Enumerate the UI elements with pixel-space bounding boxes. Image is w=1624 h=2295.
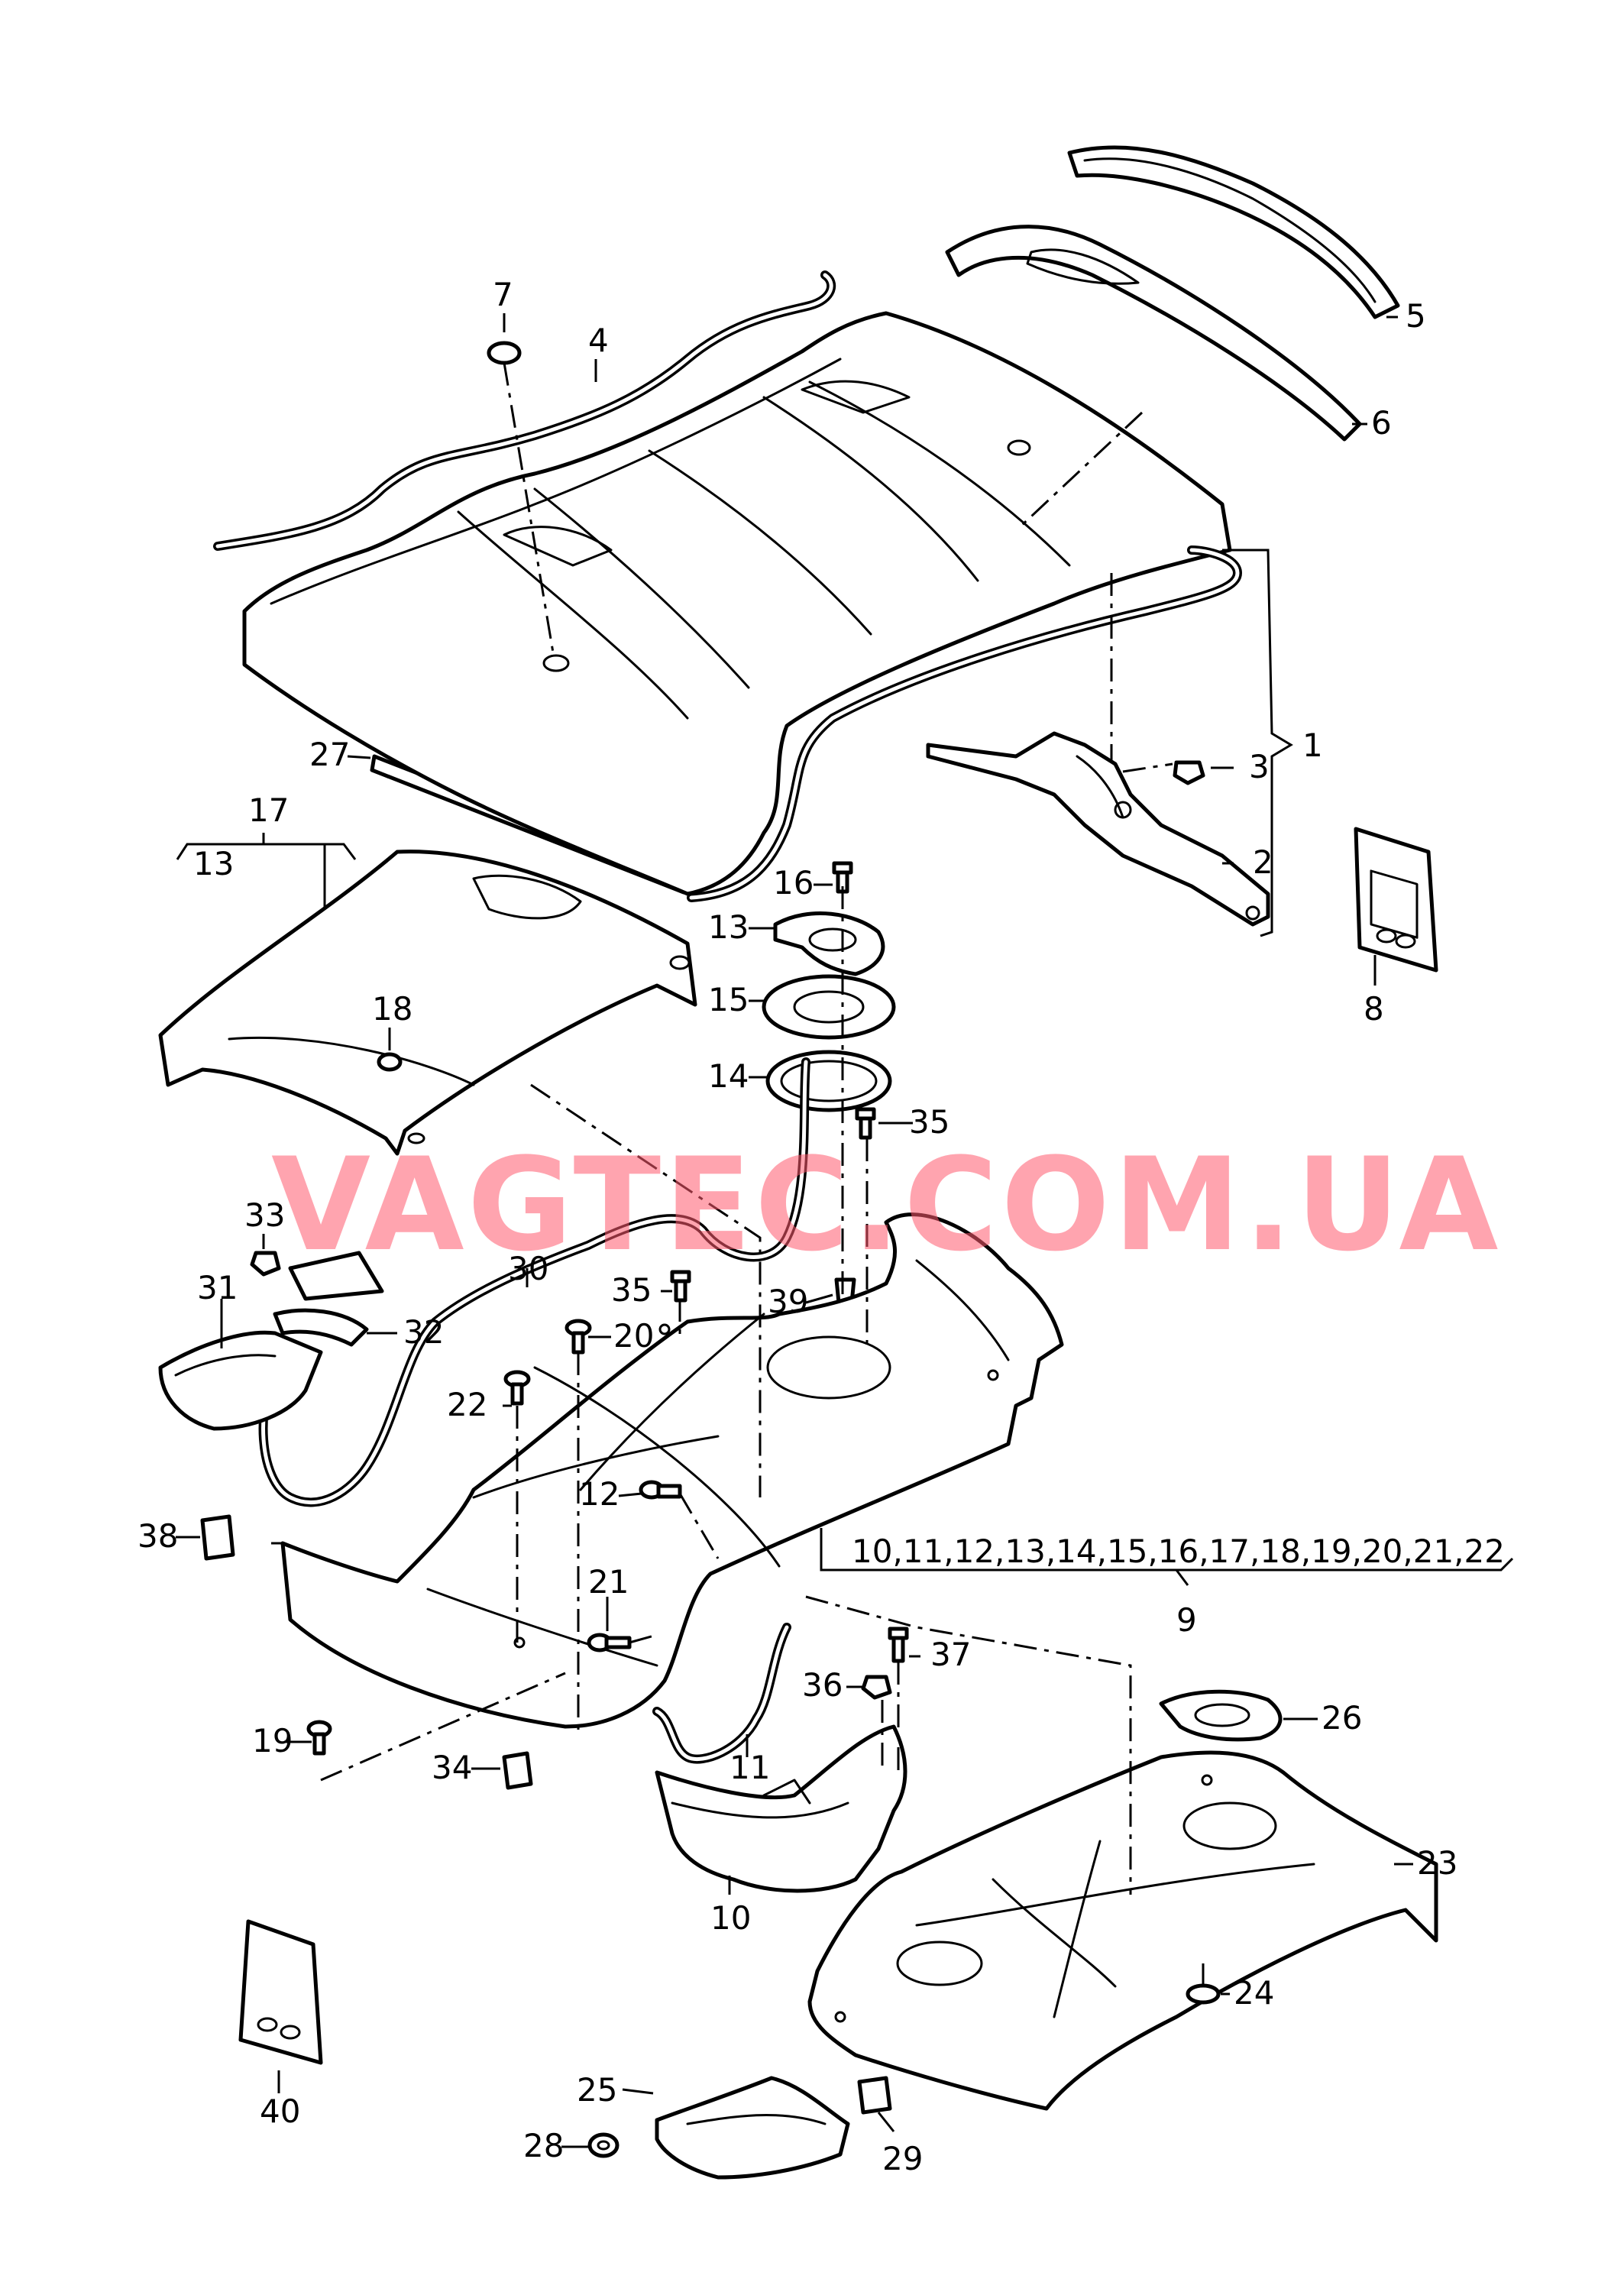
label-40: 40 xyxy=(260,2093,300,2130)
main-roof-panel xyxy=(242,311,1242,902)
part-16-bolt xyxy=(832,861,853,894)
part-10-tank xyxy=(655,1724,907,1893)
label-23: 23 xyxy=(1417,1844,1457,1882)
part-2-hinge-bracket xyxy=(926,731,1270,927)
part-31-housing xyxy=(158,1330,323,1431)
label-4: 4 xyxy=(588,322,609,359)
label-5: 5 xyxy=(1406,297,1426,335)
part-14-gasket xyxy=(765,1050,892,1112)
part-34-clip xyxy=(502,1751,533,1790)
label-3: 3 xyxy=(1249,748,1270,785)
label-11: 11 xyxy=(730,1749,770,1786)
label-20: 20 xyxy=(613,1317,654,1355)
part-25-bracket xyxy=(655,2076,850,2180)
part-38-clip xyxy=(200,1514,235,1561)
label-12: 12 xyxy=(579,1475,620,1513)
part-36-nut xyxy=(861,1675,892,1700)
part-7-plug xyxy=(487,341,522,365)
assembly-lines xyxy=(320,362,1205,1986)
label-22: 22 xyxy=(447,1386,487,1423)
part-8-label-card xyxy=(1354,827,1438,973)
label-13-group: 13 xyxy=(193,845,234,882)
label-group-9: 10,11,12,13,14,15,16,17,18,19,20,21,22 xyxy=(852,1533,1505,1570)
label-26: 26 xyxy=(1322,1699,1362,1737)
label-36: 36 xyxy=(802,1666,843,1704)
part-22-bolt xyxy=(503,1370,531,1406)
label-15: 15 xyxy=(708,981,749,1018)
label-10: 10 xyxy=(710,1899,751,1937)
label-17: 17 xyxy=(248,791,289,829)
part-29-clip xyxy=(857,2076,892,2115)
label-28: 28 xyxy=(523,2127,564,2164)
label-9: 9 xyxy=(1176,1601,1197,1639)
part-40-label-card xyxy=(238,1919,323,2065)
label-2: 2 xyxy=(1253,843,1273,881)
part-23-floor-panel xyxy=(807,1750,1438,2111)
part-35-bolt-upper xyxy=(855,1107,876,1140)
part-20-bolt xyxy=(565,1319,592,1355)
label-39: 39 xyxy=(768,1283,808,1320)
label-7: 7 xyxy=(493,276,513,313)
label-27: 27 xyxy=(309,736,350,773)
label-18: 18 xyxy=(372,990,412,1028)
label-30: 30 xyxy=(508,1250,548,1287)
label-21: 21 xyxy=(588,1563,629,1601)
label-31: 31 xyxy=(197,1269,238,1306)
part-21-screw xyxy=(587,1633,632,1652)
part-5-rear-cover xyxy=(1067,145,1400,319)
part-19-screw xyxy=(306,1720,332,1756)
part-15-gasket xyxy=(762,974,896,1040)
part-33-nut xyxy=(250,1251,281,1277)
label-13: 13 xyxy=(708,908,749,946)
label-32: 32 xyxy=(403,1313,444,1351)
part-17-trim-shell xyxy=(158,850,697,1156)
label-24: 24 xyxy=(1234,1974,1274,2012)
label-29: 29 xyxy=(882,2140,923,2177)
part-4-seal-strip xyxy=(213,270,836,551)
label-14: 14 xyxy=(708,1057,749,1095)
label-35-upper: 35 xyxy=(909,1103,949,1141)
label-25: 25 xyxy=(577,2071,617,2109)
callout-labels: 1 2 3 4 5 6 7 8 9 10 11 12 13 13 14 15 1… xyxy=(137,276,1505,2177)
label-38: 38 xyxy=(137,1517,178,1555)
label-1: 1 xyxy=(1302,727,1323,764)
part-32-bracket xyxy=(273,1251,384,1347)
part-13-gasket xyxy=(773,911,885,976)
label-35-lower: 35 xyxy=(611,1271,652,1309)
label-33: 33 xyxy=(244,1196,285,1234)
watermark-text: VAGTEC.COM.UA xyxy=(271,1130,1501,1280)
label-19: 19 xyxy=(252,1722,293,1759)
part-24-grommet xyxy=(1186,1983,1221,2005)
part-3-nut xyxy=(1173,760,1205,785)
part-11-bracket xyxy=(652,1623,791,1764)
label-8: 8 xyxy=(1364,990,1384,1028)
part-37-bolt xyxy=(888,1627,909,1663)
part-12-bolt xyxy=(639,1480,682,1500)
label-16: 16 xyxy=(773,864,814,901)
part-26-cover xyxy=(1159,1689,1283,1742)
part-28-grommet xyxy=(587,2132,620,2158)
part-18-grommet xyxy=(377,1052,403,1072)
leader-lines xyxy=(176,313,1514,2148)
label-34: 34 xyxy=(432,1749,472,1786)
part-30-hose xyxy=(258,1057,810,1507)
label-37: 37 xyxy=(930,1636,971,1673)
label-6: 6 xyxy=(1371,404,1392,442)
